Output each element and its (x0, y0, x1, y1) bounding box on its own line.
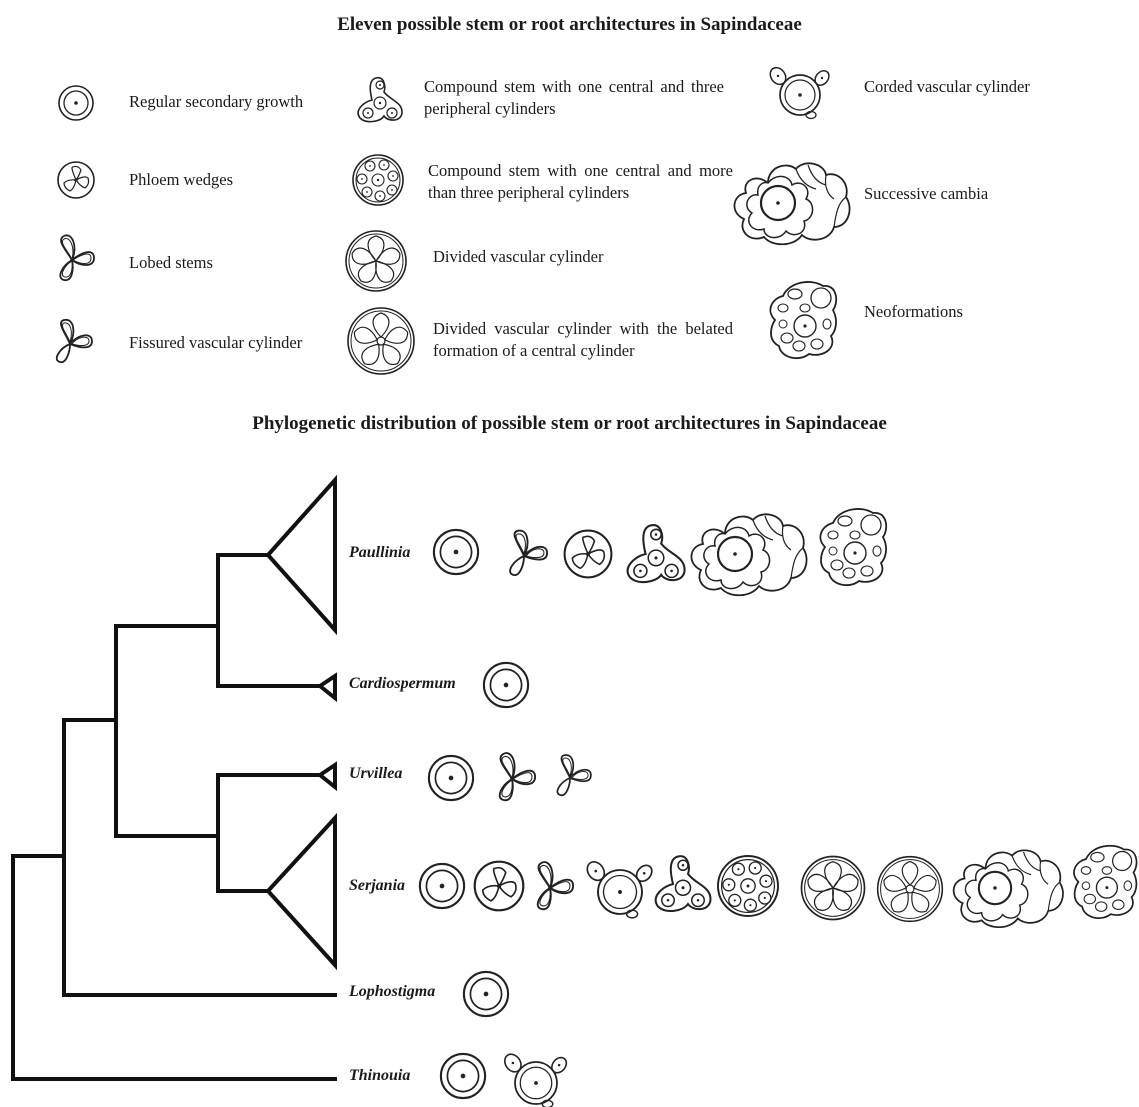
branch-thinouia (11, 854, 337, 1081)
taxon-label-paullinia: Paullinia (349, 544, 411, 561)
legend-icon-corded (766, 63, 833, 120)
branch-inner-crown (114, 624, 220, 838)
taxon-label-serjania: Serjania (349, 877, 406, 894)
legend-icon-successive (733, 162, 851, 246)
taxon-label-cardiospermum: Cardiospermum (349, 675, 456, 692)
label-successive: Successive cambia (864, 184, 989, 203)
lophostigma-architectures (462, 970, 510, 1018)
taxon-label-urvillea: Urvillea (349, 765, 403, 782)
branch-lophostigma (62, 718, 337, 997)
branch-urvillea-serjania (216, 773, 322, 893)
legend-icon-compound3 (357, 76, 403, 123)
legend-icon-divided (345, 230, 407, 292)
clade-urvillea-triangle (316, 761, 337, 792)
legend-icon-regular (58, 85, 94, 121)
label-neo: Neoformations (864, 302, 963, 321)
label-phloem: Phloem wedges (129, 170, 234, 189)
clade-cardiospermum-triangle (316, 672, 337, 703)
label-regular: Regular secondary growth (129, 92, 304, 111)
phylogeny-title: Phylogenetic distribution of possible st… (252, 413, 887, 434)
legend-icon-phloem (57, 161, 95, 199)
label-compound3: Compound stem with one central and three… (424, 77, 724, 118)
taxon-label-thinouia: Thinouia (349, 1067, 411, 1084)
label-corded: Corded vascular cylinder (864, 77, 1030, 96)
label-divided-central: Divided vascular cylinder with the belat… (433, 319, 733, 360)
branch-paullinia-cardiospermum (216, 553, 322, 688)
label-lobed: Lobed stems (129, 253, 213, 272)
clade-paullinia-triangle (265, 474, 337, 636)
legend-icon-neo (769, 281, 838, 360)
label-compound-many: Compound stem with one central and more … (428, 161, 733, 202)
label-fissured: Fissured vascular cylinder (129, 333, 303, 352)
legend-title: Eleven possible stem or root architectur… (337, 14, 802, 35)
paullinia-architectures (432, 508, 888, 597)
label-divided: Divided vascular cylinder (433, 247, 604, 266)
clade-serjania-triangle (265, 812, 337, 971)
urvillea-architectures (427, 752, 592, 802)
legend-icon-lobed (59, 234, 95, 282)
legend-icon-dividedCentral (347, 307, 415, 375)
legend-icon-compoundMany (352, 154, 404, 206)
taxon-label-lophostigma: Lophostigma (349, 983, 436, 1000)
cardiospermum-architectures (482, 661, 530, 709)
legend-icon-fissured (55, 318, 93, 364)
cladogram-tree (11, 474, 337, 1081)
thinouia-architectures (439, 1050, 571, 1107)
serjania-architectures (418, 844, 1138, 929)
